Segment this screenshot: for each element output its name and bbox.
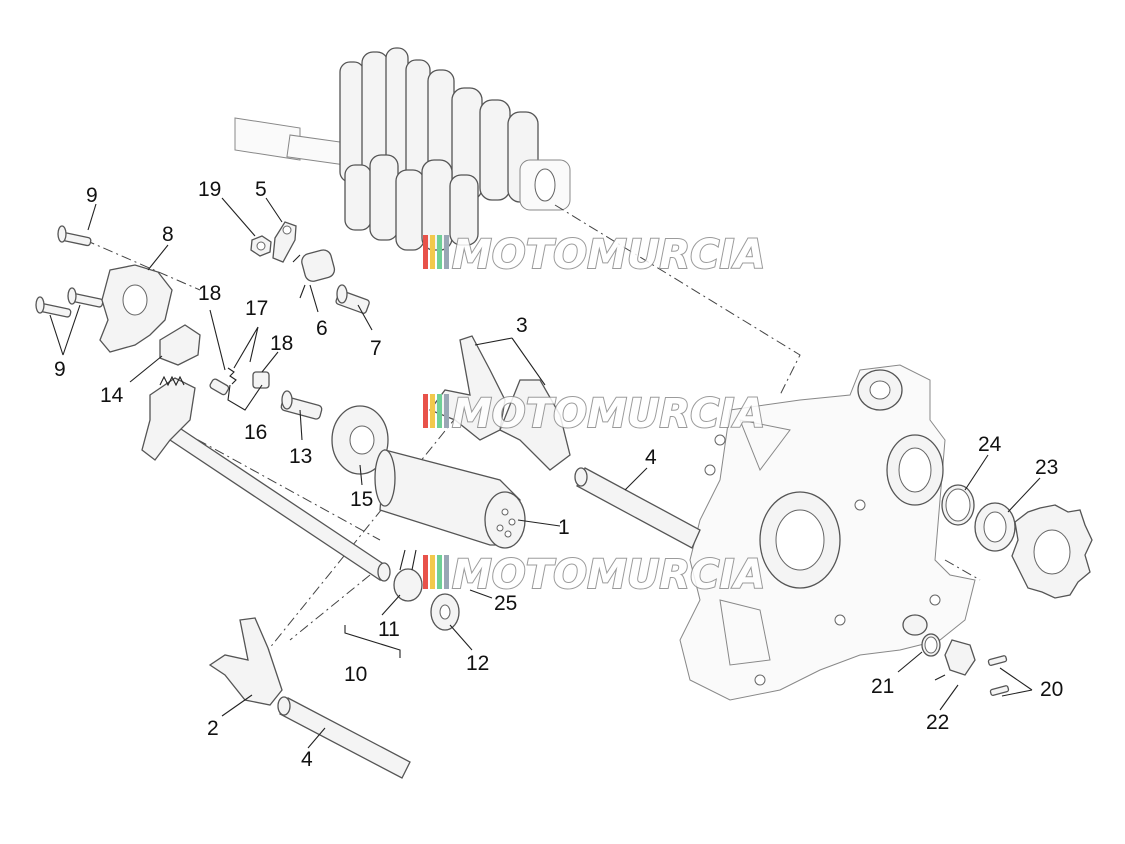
- callout-10: 10: [344, 663, 367, 686]
- pin-13: [280, 390, 323, 420]
- callout-3: 3: [516, 314, 528, 337]
- pin-18-left: [209, 378, 230, 396]
- callout-15: 15: [350, 488, 373, 511]
- o-ring-24: [941, 484, 975, 526]
- o-ring-21: [921, 633, 941, 657]
- bolt-9-left: [35, 296, 72, 318]
- callout-labels: 9 19 5 8 18 17 18 6 7 3 9 14 16 13 15 4 …: [54, 178, 1063, 771]
- svg-text:MOTOMURCIA: MOTOMURCIA: [452, 391, 765, 437]
- callout-14: 14: [100, 384, 124, 407]
- watermark-bottom: MOTOMURCIA: [423, 551, 766, 599]
- watermark-middle: MOTOMURCIA: [423, 390, 766, 438]
- watermark-top: MOTOMURCIA: [423, 231, 766, 279]
- leader-lines: [49, 197, 1041, 749]
- callout-13: 13: [289, 445, 312, 468]
- sensor-22: [944, 639, 976, 676]
- gearbox-shafts: [234, 47, 571, 251]
- callout-7: 7: [370, 337, 382, 360]
- gearshift-shaft-10: [141, 375, 391, 582]
- spring-11: [393, 549, 423, 602]
- oil-seal-23: [974, 502, 1016, 552]
- selector-14: [159, 324, 201, 366]
- svg-text:MOTOMURCIA: MOTOMURCIA: [452, 232, 765, 278]
- callout-2: 2: [207, 717, 219, 740]
- pin-18-right: [252, 371, 270, 389]
- sprocket: [1011, 504, 1093, 599]
- callout-9: 9: [86, 184, 98, 207]
- selector-drum-1: [374, 449, 526, 549]
- callout-4: 4: [301, 748, 313, 771]
- rod-4-upper: [574, 467, 701, 549]
- svg-text:MOTOMURCIA: MOTOMURCIA: [452, 552, 765, 598]
- callout-11: 11: [378, 618, 400, 641]
- callout-5: 5: [255, 178, 267, 201]
- screw-20-upper: [987, 655, 1008, 666]
- callout-18: 18: [270, 332, 293, 355]
- callout-6: 6: [316, 317, 328, 340]
- callout-17: 17: [245, 297, 268, 320]
- screw-20-lower: [989, 685, 1010, 696]
- assembly-lines: [84, 204, 981, 661]
- callout-20: 20: [1040, 678, 1063, 701]
- callout-21: 21: [871, 675, 894, 698]
- callout-16: 16: [244, 421, 267, 444]
- cam-15: [331, 405, 389, 475]
- washer-12: [430, 593, 460, 631]
- callout-12: 12: [466, 652, 489, 675]
- spring-17: [227, 367, 237, 385]
- shift-fork-2: [208, 617, 283, 706]
- callout-4: 4: [645, 446, 657, 469]
- parts: [35, 221, 1093, 779]
- rod-4-lower: [277, 696, 411, 779]
- bolt-9-top: [57, 225, 92, 247]
- callout-1: 1: [558, 516, 570, 539]
- callout-18: 18: [198, 282, 221, 305]
- crankcase-half: [679, 364, 976, 701]
- callout-23: 23: [1035, 456, 1058, 479]
- callout-25: 25: [494, 592, 517, 615]
- callout-22: 22: [926, 711, 949, 734]
- bolt-9-right: [67, 287, 104, 308]
- callout-24: 24: [978, 433, 1002, 456]
- callout-8: 8: [162, 223, 174, 246]
- spring-6: [292, 249, 336, 299]
- callout-9: 9: [54, 358, 66, 381]
- callout-19: 19: [198, 178, 221, 201]
- bolt-7: [335, 284, 370, 314]
